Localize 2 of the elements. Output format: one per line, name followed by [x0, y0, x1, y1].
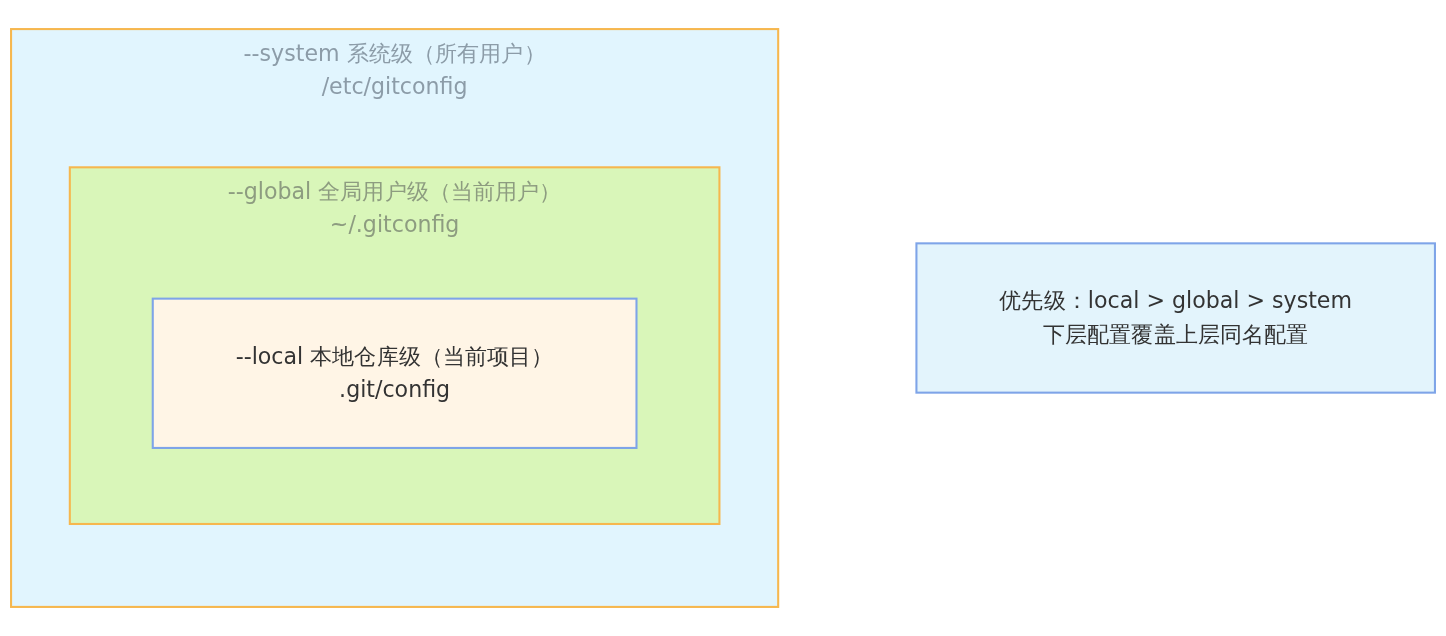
node-box: 优先级：local > global > system 下层配置覆盖上层同名配置	[915, 242, 1436, 394]
node-box: --local 本地仓库级（当前项目） .git/config	[151, 297, 638, 449]
